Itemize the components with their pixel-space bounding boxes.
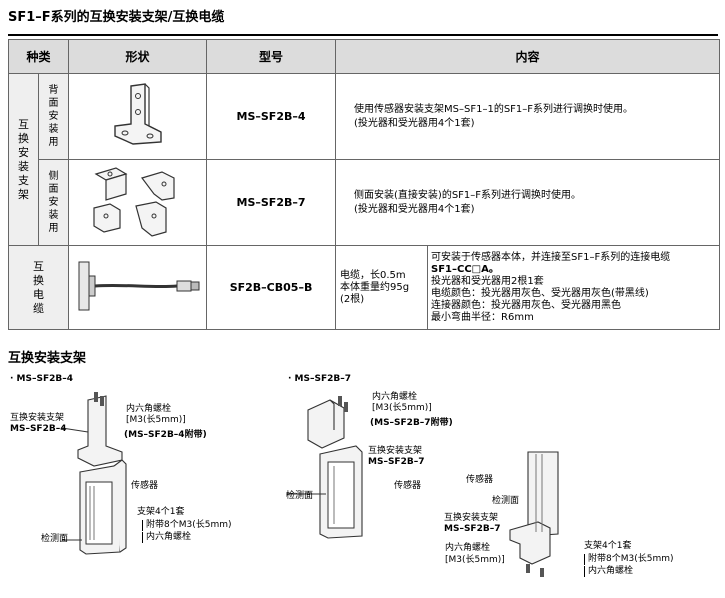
right-bolt-label-2: [M3(长5mm)] bbox=[445, 555, 505, 565]
left-kit-label-3: 内六角螺栓 bbox=[142, 532, 191, 543]
model-side: MS–SF2B–7 bbox=[206, 159, 337, 246]
right-face-label: 检测面 bbox=[492, 496, 520, 506]
sub-rear-text: 背面安装用 bbox=[48, 85, 59, 148]
cable-spec: 电缆，长0.5m 本体重量约95g (2根) bbox=[335, 245, 429, 330]
cable-spec-line2: 本体重量约95g bbox=[340, 281, 410, 293]
cable-spec-line1: 电缆，长0.5m bbox=[340, 269, 406, 281]
table-row: 侧面安装用 MS–SF2B–7 侧面安装(直接安装)的SF1–F系列进行调换时使… bbox=[9, 159, 721, 246]
cable-content: 可安装于传感器本体，并连接至SF1–F系列的连接电缆 SF1–CC□A。 投光器… bbox=[427, 245, 721, 330]
right-kit-label-1: 支架4个1套 bbox=[584, 541, 632, 551]
sub-rear: 背面安装用 bbox=[37, 73, 70, 160]
left-bolt-label-2: [M3(长5mm)] bbox=[126, 415, 186, 425]
left-sensor-label: 传感器 bbox=[131, 481, 159, 491]
header-model: 型号 bbox=[206, 39, 337, 74]
content-rear-line2: (投光器和受光器用4个1套) bbox=[354, 117, 475, 129]
left-bracket-label-2: MS–SF2B–4 bbox=[10, 424, 67, 434]
model-rear: MS–SF2B–4 bbox=[206, 73, 337, 160]
section-title: 互换安装支架 bbox=[8, 351, 87, 366]
mid-face-label: 检测面 bbox=[286, 491, 314, 501]
mid-bracket-label-2: MS–SF2B–7 bbox=[368, 457, 425, 467]
left-kit-label-2: 附带8个M3(长5mm) bbox=[142, 520, 232, 531]
shape-cable-cell bbox=[68, 245, 208, 330]
content-rear-line1: 使用传感器安装支架MS–SF1–1的SF1–F系列进行调换时使用。 bbox=[354, 103, 634, 115]
category-cable-text: 互换电缆 bbox=[33, 259, 44, 315]
right-bracket-label-1: 互换安装支架 bbox=[444, 513, 499, 523]
mid-bolt-label-3: (MS–SF2B–7附带) bbox=[370, 418, 453, 428]
sub-side: 侧面安装用 bbox=[37, 159, 70, 246]
mid-heading: · MS–SF2B–7 bbox=[288, 374, 352, 384]
category-bracket: 互换安装支架 bbox=[8, 73, 39, 246]
cable-content-line6: 最小弯曲半径：R6mm bbox=[431, 311, 534, 323]
right-kit-label-2: 附带8个M3(长5mm) bbox=[584, 554, 674, 565]
cable-content-line2: SF1–CC□A。 bbox=[431, 263, 499, 275]
category-bracket-text: 互换安装支架 bbox=[18, 117, 29, 201]
title-rule bbox=[8, 34, 718, 36]
sub-side-text: 侧面安装用 bbox=[48, 171, 59, 234]
right-sensor-label: 传感器 bbox=[466, 475, 494, 485]
cable-content-line5: 连接器颜色：投光器用灰色、受光器用黑色 bbox=[431, 299, 622, 311]
header-content: 内容 bbox=[335, 39, 721, 74]
content-side-line1: 侧面安装(直接安装)的SF1–F系列进行调换时使用。 bbox=[354, 189, 582, 201]
cable-content-line3: 投光器和受光器用2根1套 bbox=[431, 275, 544, 287]
mid-assembly-drawing bbox=[286, 396, 363, 539]
mid-bracket-label-1: 互换安装支架 bbox=[368, 446, 423, 456]
header-shape: 形状 bbox=[68, 39, 208, 74]
model-cable: SF2B–CB05–B bbox=[206, 245, 337, 330]
right-bolt-label-1: 内六角螺栓 bbox=[445, 543, 491, 553]
cable-image bbox=[78, 261, 200, 311]
shape-side-cell bbox=[68, 159, 208, 246]
table-row: 互换安装支架 背面安装用 MS–SF2B–4 使用传感器安装支架MS–SF1–1… bbox=[8, 73, 721, 246]
left-assembly-drawing bbox=[61, 392, 127, 555]
side-bracket-image bbox=[92, 167, 175, 237]
cable-spec-line3: (2根) bbox=[340, 293, 365, 305]
table-row: 互换电缆 SF2B–CB05–B 电缆，长0.5m 本体重量约95g (2根) … bbox=[7, 245, 721, 330]
left-face-label: 检测面 bbox=[41, 534, 69, 544]
header-type: 种类 bbox=[7, 39, 70, 74]
rear-bracket-image bbox=[113, 83, 162, 145]
category-cable: 互换电缆 bbox=[7, 245, 70, 330]
table-header-row: 种类 形状 型号 内容 bbox=[7, 39, 721, 74]
right-kit-label-3: 内六角螺栓 bbox=[584, 566, 633, 577]
left-bracket-label-1: 互换安装支架 bbox=[10, 413, 65, 423]
left-bolt-label-3: (MS–SF2B–4附带) bbox=[124, 430, 207, 440]
content-side-line2: (投光器和受光器用4个1套) bbox=[354, 203, 475, 215]
content-rear: 使用传感器安装支架MS–SF1–1的SF1–F系列进行调换时使用。 (投光器和受… bbox=[335, 73, 721, 160]
mid-bolt-label-1: 内六角螺栓 bbox=[372, 392, 418, 402]
mid-bolt-label-2: [M3(长5mm)] bbox=[372, 403, 432, 413]
left-bolt-label-1: 内六角螺栓 bbox=[126, 404, 172, 414]
mid-sensor-label: 传感器 bbox=[394, 481, 422, 491]
content-side: 侧面安装(直接安装)的SF1–F系列进行调换时使用。 (投光器和受光器用4个1套… bbox=[335, 159, 721, 246]
cable-content-line4: 电缆颜色：投光器用灰色、受光器用灰色(带黑线) bbox=[431, 287, 649, 299]
page-title: SF1–F系列的互换安装支架/互换电缆 bbox=[8, 10, 225, 25]
left-kit-label-1: 支架4个1套 bbox=[137, 507, 185, 517]
cable-content-line1: 可安装于传感器本体，并连接至SF1–F系列的连接电缆 bbox=[431, 251, 671, 263]
left-heading: · MS–SF2B–4 bbox=[10, 374, 74, 384]
spec-table: 种类 形状 型号 内容 互换安装支架 背面安装用 MS–SF2B–4 使用传感器… bbox=[7, 39, 721, 330]
shape-rear-cell bbox=[68, 73, 208, 160]
right-bracket-label-2: MS–SF2B–7 bbox=[444, 524, 501, 534]
right-assembly-drawing bbox=[509, 451, 559, 577]
